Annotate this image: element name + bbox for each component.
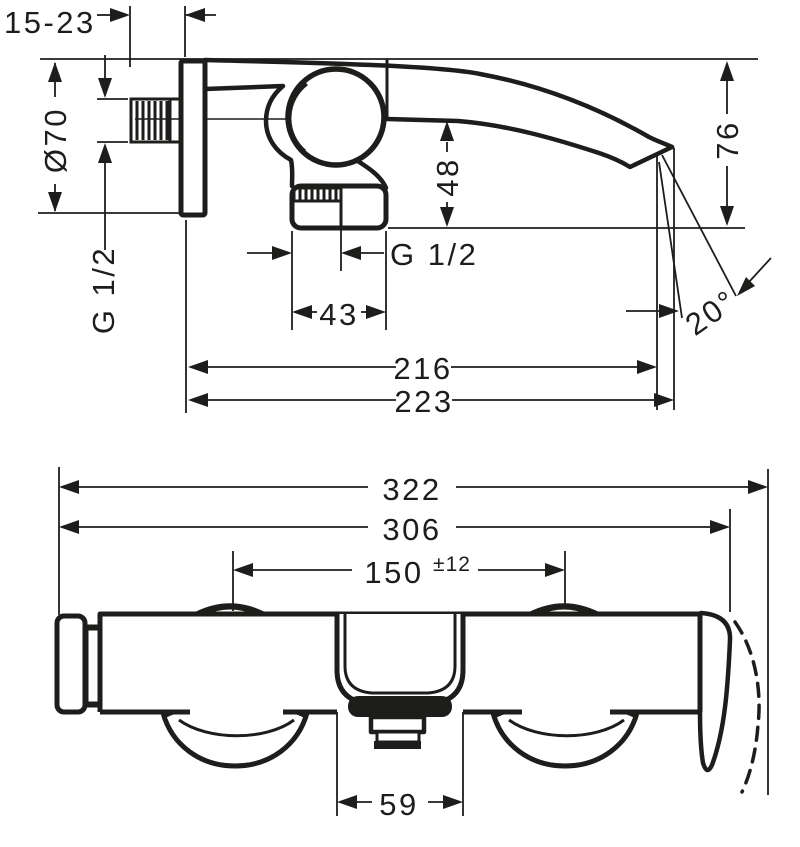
dim-block-width-label: 43 <box>319 297 358 332</box>
spout-bottom-edge <box>384 116 675 170</box>
wall-escutcheon <box>178 58 208 218</box>
dim-inlet-thread-label: G 1/2 <box>86 246 121 334</box>
dim-spout-reach-label: 216 <box>393 351 452 386</box>
dim-connection-tolerance-label: ±12 <box>433 553 471 576</box>
inlet-supply-pipe <box>129 97 181 144</box>
dim-body-width-label: 306 <box>382 512 441 547</box>
dim-escutcheon-diameter-label: Ø70 <box>38 107 73 173</box>
thread-hatch <box>135 101 169 140</box>
spout-horn-left-edge <box>202 83 295 189</box>
pivot-cylinder <box>285 66 387 168</box>
dim-outlet-thread-label: G 1/2 <box>390 237 478 272</box>
left-neck-joint <box>85 624 102 708</box>
spout-end-dashed-profile <box>733 620 761 794</box>
aerator-upper <box>368 714 427 735</box>
dim-spout-height-label: 76 <box>710 120 745 159</box>
side-view-dimension-lines <box>38 6 772 413</box>
front-view: 322 306 150 ±12 59 <box>54 467 769 822</box>
dim-spout-width-label: 59 <box>379 787 418 822</box>
outlet-block-detail <box>292 186 343 226</box>
right-union-dome <box>527 603 601 617</box>
dim-connection-distance-label: 150 <box>364 555 423 590</box>
spout-column <box>334 614 466 749</box>
aerator-lower <box>375 730 421 744</box>
dim-outlet-height-label: 48 <box>430 157 465 196</box>
outlet-block <box>289 183 389 231</box>
spout-opening-band <box>348 696 452 717</box>
spout-top-edge <box>202 57 675 150</box>
dim-total-width-label: 322 <box>382 472 441 507</box>
side-view: 15-23 Ø70 G 1/2 G 1/2 48 43 216 223 76 2… <box>4 5 772 419</box>
front-view-arrowheads <box>59 480 768 809</box>
dim-total-reach-label: 223 <box>394 384 453 419</box>
aerator-base <box>374 741 421 749</box>
side-view-arrowheads <box>48 8 755 407</box>
left-union-dome <box>193 603 267 617</box>
dim-wall-distance-label: 15-23 <box>4 5 96 40</box>
spout-end-hook <box>697 610 733 773</box>
front-view-dimension-lines <box>58 467 769 816</box>
left-end-cap <box>54 613 88 715</box>
pivot-inner-arc <box>288 82 308 153</box>
